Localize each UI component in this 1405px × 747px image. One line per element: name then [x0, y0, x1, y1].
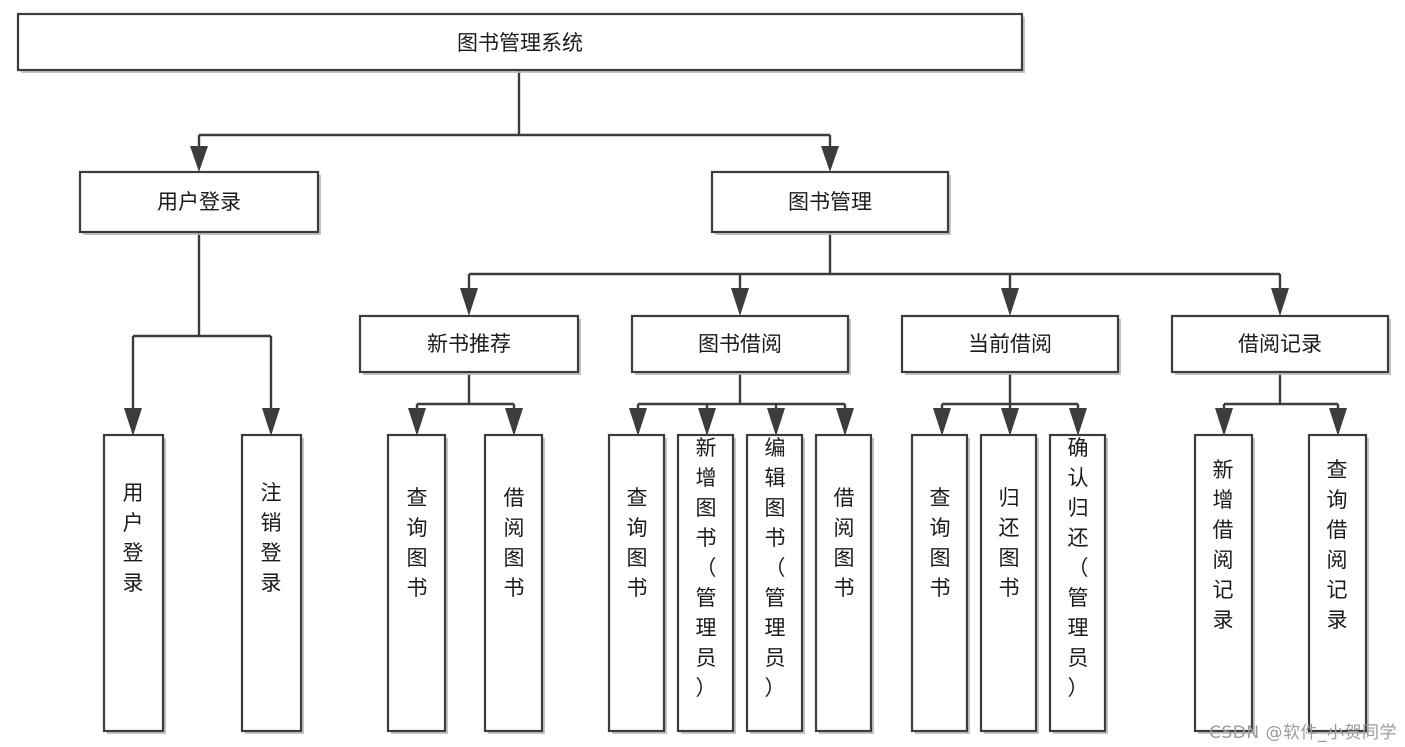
leaf-query-book-1[interactable]: 查询图书	[386, 433, 448, 734]
leaf-query-record[interactable]: 查询借阅记录	[1307, 433, 1369, 734]
leaf-add-record[interactable]: 新增借阅记录	[1193, 433, 1255, 734]
leaf-borrow-book-1-box[interactable]	[483, 433, 544, 733]
node-new-book-rec[interactable]: 新书推荐	[358, 314, 581, 375]
leaf-user-logout[interactable]: 注销登录	[240, 433, 304, 734]
leaf-query-book-2-box[interactable]	[607, 433, 666, 733]
leaf-add-book[interactable]: 新增图书（管理员）	[676, 433, 736, 734]
leaf-edit-book-box[interactable]	[745, 433, 804, 733]
leaf-user-login-label: 用户登录	[123, 481, 144, 595]
node-new-book-rec-box[interactable]	[358, 314, 580, 374]
node-book-borrow-label: 图书借阅	[698, 332, 782, 356]
arrow-head-leaf-borrow-book-2	[836, 408, 854, 436]
node-borrow-record-box[interactable]	[1170, 314, 1390, 374]
leaf-query-book-3-box[interactable]	[910, 433, 969, 733]
arrow-head-leaf-confirm-return	[1069, 408, 1087, 436]
leaf-borrow-book-1-label: 借阅图书	[504, 486, 525, 600]
node-borrow-record[interactable]: 借阅记录	[1170, 314, 1391, 375]
node-root-box[interactable]	[16, 12, 1024, 72]
arrow-head-leaf-query-book-2	[629, 408, 647, 436]
arrow-head-user-login	[190, 146, 208, 172]
arrow-head-book-borrow	[731, 288, 749, 316]
leaf-query-book-2[interactable]: 查询图书	[607, 433, 667, 734]
leaf-user-login[interactable]: 用户登录	[102, 433, 166, 734]
arrow-head-leaf-return-book	[1001, 408, 1019, 436]
leaf-add-book-box[interactable]	[676, 433, 735, 733]
arrow-head-leaf-query-book-1	[408, 408, 426, 436]
leaf-user-login-box[interactable]	[102, 433, 165, 733]
arrow-head-borrow-record	[1271, 288, 1289, 316]
leaf-confirm-return-box[interactable]	[1048, 433, 1107, 733]
arrow-head-leaf-borrow-book-1	[505, 408, 523, 436]
arrow-head-leaf-user-logout	[262, 408, 280, 436]
arrow-head-leaf-edit-book	[767, 408, 785, 436]
leaf-return-book[interactable]: 归还图书	[979, 433, 1039, 734]
arrow-head-current-borrow	[1001, 288, 1019, 316]
leaf-return-book-label: 归还图书	[999, 486, 1020, 600]
node-current-borrow-label: 当前借阅	[968, 332, 1052, 356]
node-book-manage-label: 图书管理	[788, 190, 872, 214]
node-book-borrow-box[interactable]	[630, 314, 850, 374]
leaf-borrow-book-2[interactable]: 借阅图书	[814, 433, 874, 734]
leaf-borrow-book-2-label: 借阅图书	[834, 486, 855, 600]
leaf-add-record-label: 新增借阅记录	[1213, 458, 1234, 632]
node-user-login-box[interactable]	[78, 170, 320, 234]
leaf-add-record-box[interactable]	[1193, 433, 1254, 733]
node-book-borrow[interactable]: 图书借阅	[630, 314, 851, 375]
leaf-return-book-box[interactable]	[979, 433, 1038, 733]
leaf-query-book-1-box[interactable]	[386, 433, 447, 733]
watermark-label: CSDN @软件_小贺同学	[1209, 723, 1397, 743]
leaf-confirm-return-label: 确认归还（管理员）	[1068, 436, 1089, 700]
node-user-login-label: 用户登录	[157, 190, 241, 214]
arrow-head-leaf-user-login	[124, 408, 142, 436]
leaf-query-book-3-label: 查询图书	[930, 486, 951, 600]
leaf-confirm-return[interactable]: 确认归还（管理员）	[1048, 433, 1108, 734]
leaf-edit-book[interactable]: 编辑图书（管理员）	[745, 433, 805, 734]
node-book-manage[interactable]: 图书管理	[710, 170, 951, 235]
leaf-query-record-box[interactable]	[1307, 433, 1368, 733]
node-root-label: 图书管理系统	[457, 31, 583, 55]
arrow-head-leaf-query-record	[1329, 408, 1347, 436]
node-new-book-rec-label: 新书推荐	[427, 332, 511, 356]
arrow-head-book-manage	[821, 146, 839, 172]
node-user-login[interactable]: 用户登录	[78, 170, 321, 235]
arrow-head-leaf-query-book-3	[933, 408, 951, 436]
leaf-add-book-label: 新增图书（管理员）	[696, 436, 717, 700]
leaf-query-book-2-label: 查询图书	[627, 486, 648, 600]
arrow-head-new-book-rec	[460, 288, 478, 316]
node-root[interactable]: 图书管理系统	[16, 12, 1025, 73]
connector-layer	[124, 70, 1347, 436]
leaf-borrow-book-1[interactable]: 借阅图书	[483, 433, 545, 734]
leaf-user-logout-label: 注销登录	[261, 481, 282, 595]
leaf-query-record-label: 查询借阅记录	[1327, 458, 1348, 632]
leaf-edit-book-label: 编辑图书（管理员）	[765, 436, 786, 700]
node-borrow-record-label: 借阅记录	[1238, 332, 1322, 356]
node-current-borrow-box[interactable]	[900, 314, 1120, 374]
leaf-user-logout-box[interactable]	[240, 433, 303, 733]
leaf-query-book-3[interactable]: 查询图书	[910, 433, 970, 734]
arrow-head-leaf-add-book	[698, 408, 716, 436]
leaf-borrow-book-2-box[interactable]	[814, 433, 873, 733]
arrow-head-leaf-add-record	[1215, 408, 1233, 436]
leaf-query-book-1-label: 查询图书	[407, 486, 428, 600]
node-book-manage-box[interactable]	[710, 170, 950, 234]
node-current-borrow[interactable]: 当前借阅	[900, 314, 1121, 375]
